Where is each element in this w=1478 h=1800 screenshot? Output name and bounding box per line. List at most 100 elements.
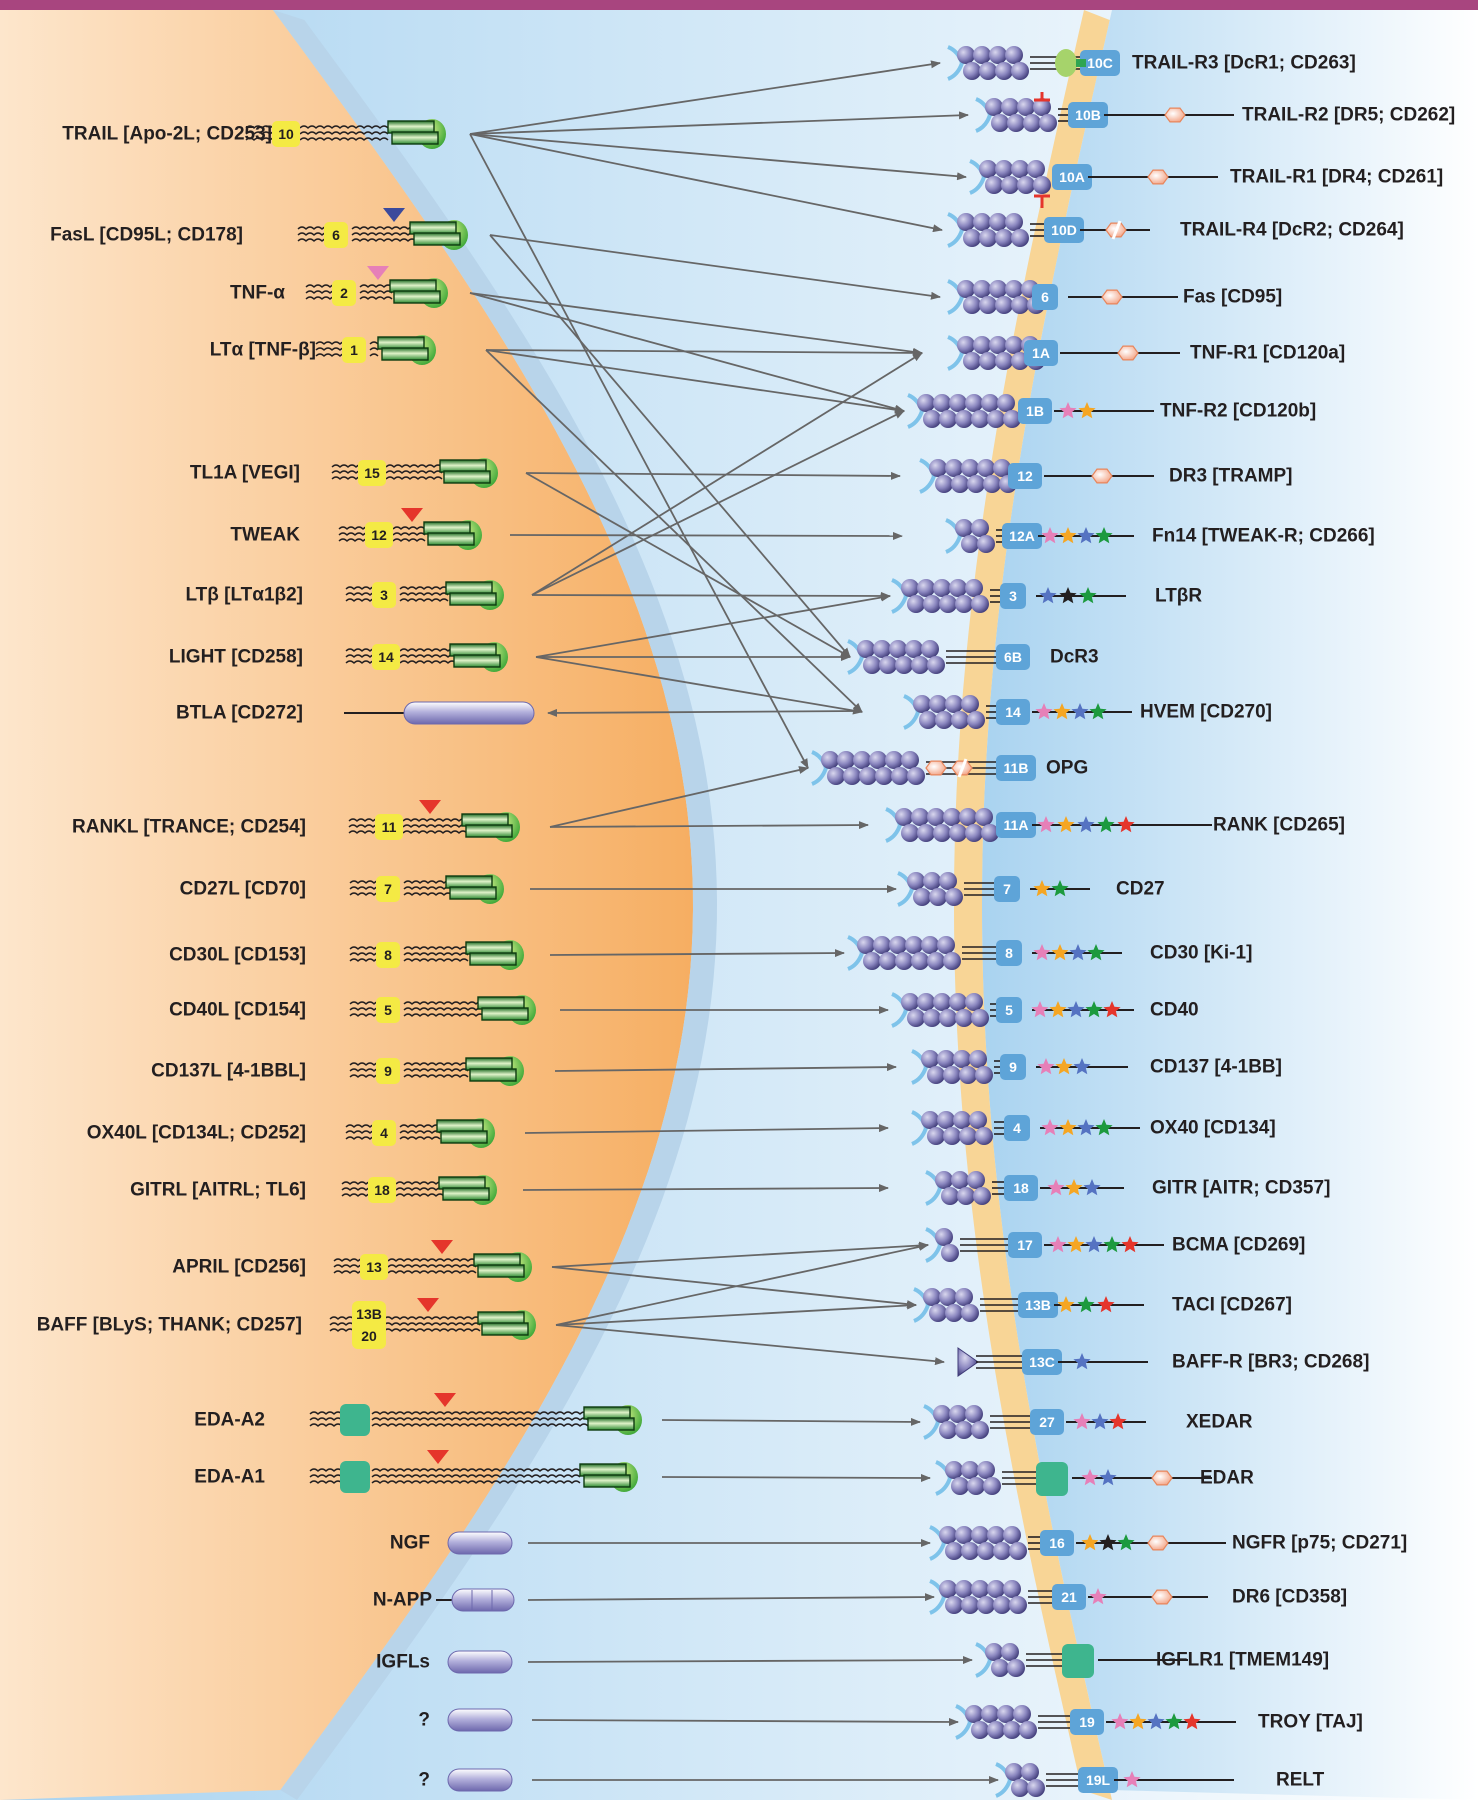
cysteine-rich-domain [949, 1405, 967, 1423]
family-code: 3 [380, 587, 388, 603]
ligand-label: CD27L [CD70] [180, 879, 306, 900]
receptor-label: DR6 [CD358] [1232, 1587, 1347, 1608]
traf-binding-motif [1077, 1296, 1095, 1313]
cysteine-rich-domain [935, 1171, 953, 1189]
cysteine-rich-domain [965, 1405, 983, 1423]
transmembrane-box [1062, 1644, 1094, 1678]
receptor-label: TRAIL-R1 [DR4; CD261] [1230, 167, 1443, 188]
cysteine-rich-domain [945, 1596, 963, 1614]
traf-binding-motif [1037, 1058, 1055, 1075]
cysteine-rich-domain [917, 579, 935, 597]
napp-body [451, 1588, 515, 1612]
cysteine-rich-domain [1019, 1721, 1037, 1739]
family-code: 14 [378, 649, 394, 665]
cysteine-rich-domain [977, 535, 995, 553]
cysteine-rich-domain [955, 1580, 973, 1598]
cysteine-rich-domain [977, 1542, 995, 1560]
receptor-code-box [1018, 398, 1052, 424]
cysteine-rich-domain [923, 595, 941, 613]
traf-binding-motif [1081, 1469, 1099, 1486]
cysteine-rich-domain [919, 711, 937, 729]
interaction-arrow-baff-baffr [555, 1324, 945, 1366]
cysteine-rich-domain [929, 888, 947, 906]
ligand-helix [439, 459, 487, 473]
cysteine-rich-domain [965, 824, 983, 842]
ligand-helix [449, 886, 497, 900]
cysteine-rich-domain [981, 394, 999, 412]
tnf-homology-domain [583, 1405, 642, 1435]
traf-binding-motif [1051, 944, 1069, 961]
cysteine-rich-domain [965, 394, 983, 412]
interaction-arrow-ltb-ltbr [531, 591, 891, 600]
cysteine-rich-domain [1011, 160, 1029, 178]
ligand-helix [469, 1068, 517, 1082]
top-color-bar [0, 0, 1478, 10]
family-code-box [368, 1177, 396, 1203]
receptor-code-box [1078, 1767, 1118, 1793]
receptor-label: EDAR [1200, 1468, 1254, 1489]
cysteine-rich-domain [895, 952, 913, 970]
ligand-edaa2: EDA-A2 [194, 1393, 642, 1436]
family-code: 12 [371, 527, 387, 543]
hex-cut [957, 758, 968, 778]
receptor-code-box [1052, 1584, 1086, 1610]
cysteine-rich-domain [957, 280, 975, 298]
ligand-tl1a: TL1A [VEGI]15 [190, 458, 498, 488]
receptor-code-box [1080, 50, 1120, 76]
cysteine-rich-domain [971, 410, 989, 428]
traf-binding-motif [1051, 880, 1069, 897]
cysteine-rich-domain [959, 1066, 977, 1084]
receptor-code: 11A [1004, 817, 1029, 833]
cysteine-rich-domain [879, 952, 897, 970]
cysteine-rich-domain [991, 1659, 1009, 1677]
interaction-arrow-tweak-fn14 [509, 531, 903, 540]
receptor-code-box [1000, 1054, 1026, 1080]
tnf-homology-domain [477, 995, 536, 1025]
cysteine-rich-domain [945, 695, 963, 713]
tnf-homology-domain [465, 1056, 524, 1086]
transmembrane-box [1036, 1462, 1068, 1496]
cysteine-rich-domain [1033, 98, 1051, 116]
family-code: 9 [384, 1063, 392, 1079]
stalk-region [399, 648, 457, 664]
cysteine-rich-domain [821, 751, 839, 769]
ligand-helix [481, 1322, 529, 1336]
ligand-label: LTβ [LTα1β2] [185, 585, 303, 606]
cysteine-rich-domain [1005, 213, 1023, 231]
cysteine-rich-domain [1001, 1643, 1019, 1661]
family-code-box [376, 876, 400, 902]
receptor-code-box [996, 812, 1036, 838]
ligand-igfls: IGFLs [376, 1650, 513, 1674]
receptor-code: 1B [1026, 403, 1044, 419]
cysteine-rich-domain [961, 1461, 979, 1479]
receptor-code: 19L [1086, 1772, 1111, 1788]
receptor-code: 13C [1029, 1354, 1055, 1370]
cysteine-rich-domain [1039, 114, 1057, 132]
cysteine-rich-domain [959, 1127, 977, 1145]
cysteine-rich-domain [1009, 1596, 1027, 1614]
family-code: 4 [380, 1125, 388, 1141]
cysteine-rich-domain [907, 872, 925, 890]
cysteine-rich-domain [995, 229, 1013, 247]
cysteine-rich-domain [895, 808, 913, 826]
ligand-helix [440, 1130, 488, 1144]
ligand-napp: N-APP [373, 1588, 515, 1612]
interaction-arrow-q1-troy [531, 1717, 959, 1726]
receptor-label: CD137 [4-1BB] [1150, 1057, 1282, 1078]
tnf-homology-domain [423, 520, 482, 550]
receptor-label: CD40 [1150, 1000, 1199, 1021]
cysteine-rich-domain [973, 280, 991, 298]
traf-binding-motif [1165, 1713, 1183, 1730]
traf-binding-motif [1053, 703, 1071, 720]
cysteine-rich-domain [967, 1171, 985, 1189]
cysteine-rich-domain [869, 751, 887, 769]
family-code-box [365, 522, 393, 548]
cysteine-rich-domain [939, 872, 957, 890]
traf-binding-motif [1097, 1296, 1115, 1313]
traf-binding-motif [1099, 1469, 1117, 1486]
